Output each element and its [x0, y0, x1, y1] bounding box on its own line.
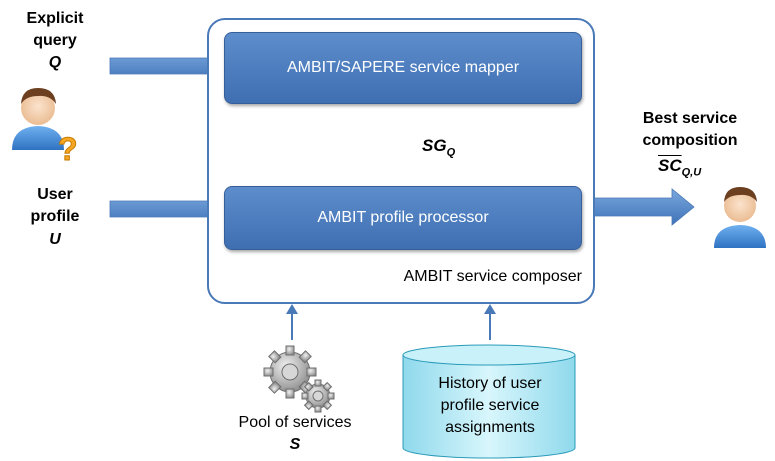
best-service-composition-title: Best service composition: [642, 110, 738, 149]
pool-of-services-label: Pool of services: [238, 414, 352, 431]
user-question-icon: ?: [12, 88, 78, 168]
user-profile-title: User profile: [30, 186, 80, 225]
user-icon: [714, 187, 766, 248]
sc-qu-label: SCQ,U: [658, 156, 701, 178]
sc-subscript: Q,U: [681, 166, 702, 179]
explicit-query-title: Explicit query: [26, 10, 84, 49]
database-icon: [402, 344, 576, 459]
service-mapper-label: AMBIT/SAPERE service mapper: [286, 59, 520, 76]
sc-symbol: SC: [658, 156, 682, 175]
sg-q-label: SGQ: [422, 136, 455, 158]
pool-arrow-head: [286, 304, 298, 314]
sg-subscript: Q: [446, 146, 456, 159]
output-arrow: [582, 188, 695, 226]
profile-symbol: U: [49, 231, 61, 248]
service-mapper-box: AMBIT/SAPERE service mapper: [224, 32, 582, 104]
pool-symbol: S: [289, 436, 301, 453]
history-arrow-head: [484, 304, 496, 314]
service-composer-label: AMBIT service composer: [403, 268, 582, 285]
svg-text:?: ?: [58, 131, 78, 167]
profile-processor-box: AMBIT profile processor: [224, 186, 582, 250]
sg-symbol: SG: [422, 136, 447, 155]
gears-icon: [263, 345, 335, 413]
history-label: History of user profile service assignme…: [438, 375, 542, 436]
query-symbol: Q: [48, 54, 62, 71]
profile-processor-label: AMBIT profile processor: [317, 209, 489, 226]
